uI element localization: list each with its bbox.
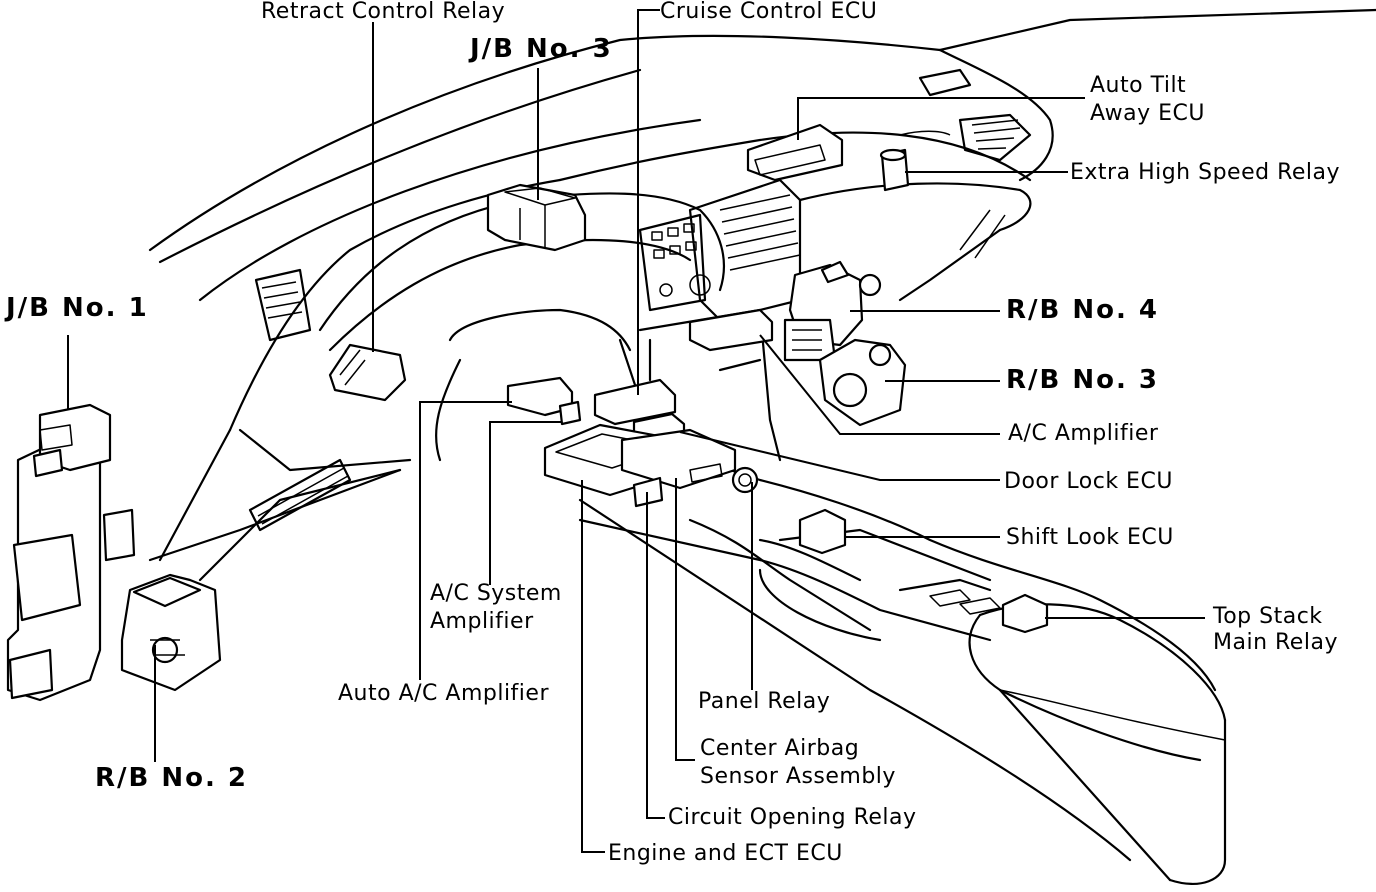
label-ac-system-2: Amplifier [430, 609, 534, 634]
label-center-airbag-1: Center Airbag [700, 736, 860, 761]
label-jb-no3: J/B No. 3 [470, 34, 613, 64]
label-rb-no4: R/B No. 4 [1006, 295, 1160, 325]
label-circuit-opening-relay: Circuit Opening Relay [668, 805, 917, 830]
label-panel-relay: Panel Relay [698, 689, 831, 714]
label-top-stack-1: Top Stack [1213, 604, 1323, 629]
label-ac-amplifier: A/C Amplifier [1008, 421, 1159, 446]
label-rb-no3: R/B No. 3 [1006, 365, 1160, 395]
label-top-stack-2: Main Relay [1213, 630, 1338, 655]
label-auto-tilt-1: Auto Tilt [1090, 73, 1187, 98]
label-center-airbag-2: Sensor Assembly [700, 764, 896, 789]
label-shift-look-ecu: Shift Look ECU [1006, 525, 1174, 550]
label-auto-ac-amplifier: Auto A/C Amplifier [338, 681, 549, 706]
label-jb-no1: J/B No. 1 [6, 293, 149, 323]
label-auto-tilt-2: Away ECU [1090, 101, 1206, 126]
label-ac-system-1: A/C System [430, 581, 562, 606]
label-door-lock-ecu: Door Lock ECU [1004, 469, 1173, 494]
label-retract-control-relay: Retract Control Relay [261, 0, 506, 24]
label-cruise-control-ecu: Cruise Control ECU [660, 0, 878, 24]
label-extra-high-speed-relay: Extra High Speed Relay [1070, 160, 1341, 185]
label-rb-no2: R/B No. 2 [95, 763, 249, 793]
label-engine-ect-ecu: Engine and ECT ECU [608, 841, 843, 866]
